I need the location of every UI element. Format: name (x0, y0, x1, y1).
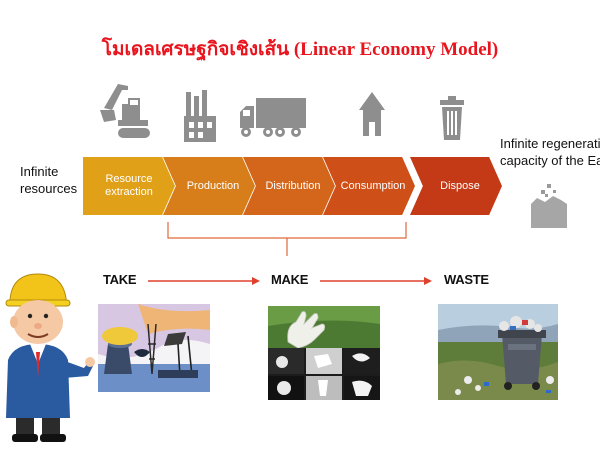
stage-make: MAKE (271, 272, 308, 287)
oil-industry-photo (98, 304, 210, 392)
make-to-waste-arrow (320, 277, 432, 285)
stage-waste: WASTE (444, 272, 489, 287)
stage-take: TAKE (103, 272, 136, 287)
garbage-bin-photo (438, 304, 558, 400)
engineer-mascot (0, 268, 96, 444)
bracket (168, 222, 406, 238)
gloves-production-photo (268, 306, 380, 400)
take-to-make-arrow (148, 277, 260, 285)
